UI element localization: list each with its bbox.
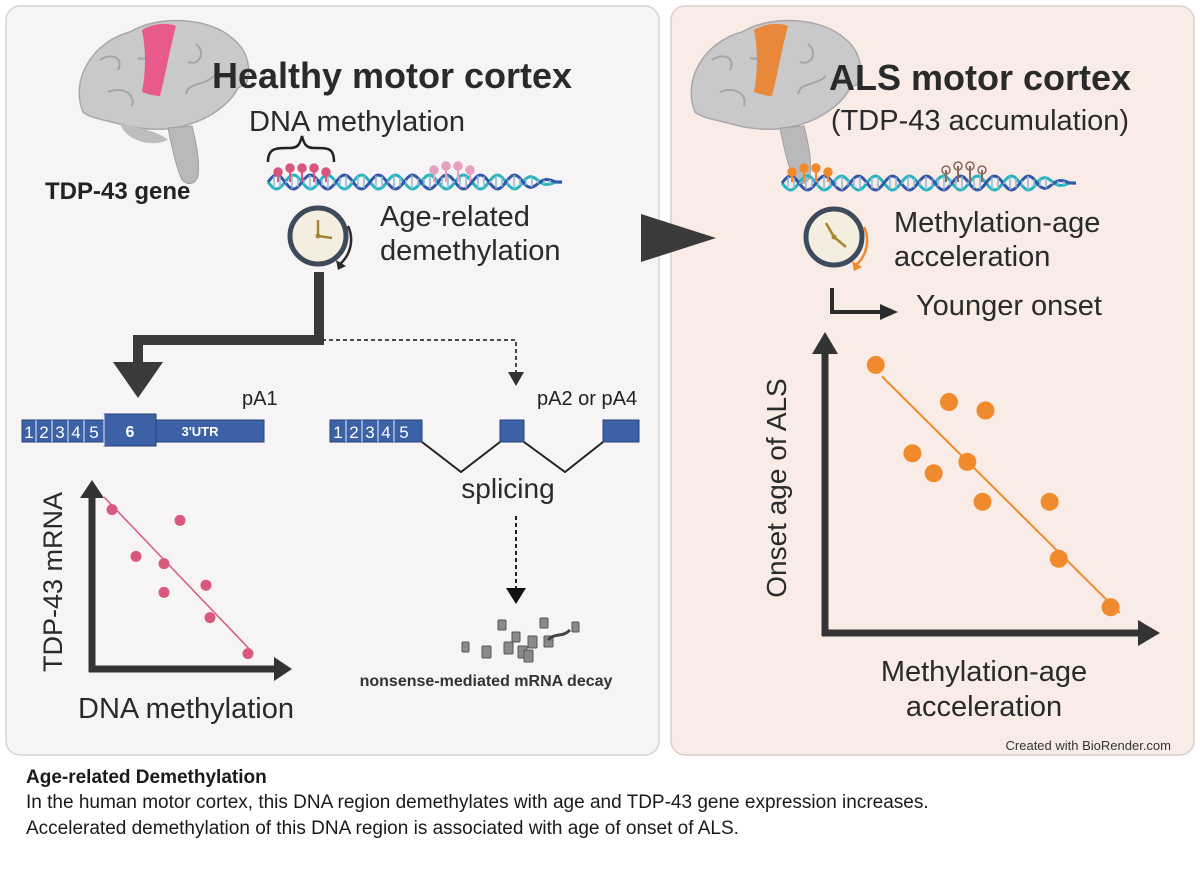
right-clock-label-line2: acceleration — [894, 241, 1050, 273]
methylation-site — [321, 167, 331, 177]
exon-3utr: 3'UTR — [181, 424, 219, 439]
scatter-point — [130, 550, 142, 562]
scatter-point — [1101, 598, 1120, 617]
right-plot-trend-line — [881, 375, 1121, 614]
mrna-fragments-icon — [461, 617, 580, 663]
figure-caption: Age-related Demethylation In the human m… — [26, 766, 1186, 842]
splicing-label: splicing — [461, 473, 554, 504]
methylation-site — [465, 165, 475, 175]
scatter-point — [174, 514, 186, 526]
scatter-point — [204, 612, 216, 624]
left-panel — [5, 5, 660, 756]
left-plot-xlabel: DNA methylation — [78, 693, 294, 725]
main-pathway-arrow — [133, 272, 324, 366]
scatter-point — [976, 401, 995, 420]
scatter-point — [866, 355, 885, 374]
methylation-site — [309, 163, 319, 173]
clock-label-line1: Age-related — [380, 201, 530, 233]
biorender-credit: Created with BioRender.com — [1006, 738, 1171, 753]
right-panel-subtitle: (TDP-43 accumulation) — [831, 105, 1129, 137]
methylation-site — [429, 165, 439, 175]
younger-onset-arrow — [830, 288, 882, 314]
exon-5: 5 — [89, 423, 98, 442]
exon-2-1: 1 — [333, 423, 342, 442]
methylation-site — [453, 161, 463, 171]
right-panel-title: ALS motor cortex — [829, 57, 1131, 98]
alternative-pathway-arrow — [322, 339, 517, 372]
methylation-lollipops — [273, 161, 475, 182]
methylation-site — [273, 167, 283, 177]
younger-onset-label: Younger onset — [916, 290, 1102, 322]
transcript-spliced: 1 2 3 4 5 — [329, 419, 640, 474]
clock-icon — [287, 205, 353, 270]
scatter-point — [200, 579, 212, 591]
exon-3: 3 — [55, 423, 64, 442]
clock-icon-right — [803, 206, 869, 271]
exon-2-3: 3 — [365, 423, 374, 442]
transition-arrow — [641, 214, 716, 262]
scatter-point — [1040, 492, 1059, 511]
methylation-site — [441, 161, 451, 171]
scatter-point — [158, 558, 170, 570]
scatter-point — [940, 393, 958, 411]
right-panel — [670, 5, 1195, 756]
dna-methylation-label: DNA methylation — [249, 106, 465, 138]
caption-title: Age-related Demethylation — [26, 767, 267, 788]
transcript-full-length: 1 2 3 4 5 6 3'UTR — [21, 413, 265, 447]
methylation-site — [787, 167, 797, 177]
exon-2-4: 4 — [381, 423, 390, 442]
right-scatter-plot — [812, 332, 1160, 646]
methylation-site — [823, 167, 833, 177]
exon-2-5: 5 — [399, 423, 408, 442]
methylation-site — [953, 161, 963, 171]
methylation-site — [965, 161, 975, 171]
motor-strip-highlight — [142, 23, 176, 97]
left-plot-ylabel: TDP-43 mRNA — [38, 492, 68, 672]
exon-4: 4 — [71, 423, 80, 442]
polya-site-2: pA2 or pA4 — [537, 388, 637, 410]
caption-line-2: Accelerated demethylation of this DNA re… — [26, 818, 739, 839]
methylation-brace — [266, 135, 336, 163]
methylation-site — [285, 163, 295, 173]
right-plot-ylabel: Onset age of ALS — [761, 378, 792, 598]
right-clock-label-line1: Methylation-age — [894, 207, 1100, 239]
dna-helix-right — [780, 174, 1077, 192]
methylation-site — [977, 165, 987, 175]
nmd-label: nonsense-mediated mRNA decay — [360, 673, 613, 690]
motor-strip-highlight-right — [754, 23, 788, 97]
methylation-lollipops-right — [787, 161, 987, 182]
scatter-point — [106, 504, 118, 516]
methylation-site — [799, 163, 809, 173]
methylation-site — [941, 165, 951, 175]
exon-2: 2 — [39, 423, 48, 442]
left-panel-title: Healthy motor cortex — [212, 55, 572, 96]
scatter-point — [958, 452, 977, 471]
tdp43-gene-label: TDP-43 gene — [45, 178, 190, 205]
exon-1: 1 — [24, 423, 33, 442]
scatter-point — [158, 586, 170, 598]
brain-icon — [78, 19, 250, 184]
exon-6: 6 — [126, 424, 135, 441]
methylation-site — [811, 163, 821, 173]
dna-helix — [266, 173, 563, 191]
scatter-point — [242, 648, 254, 660]
clock-label-line2: demethylation — [380, 235, 561, 267]
methylation-site — [297, 163, 307, 173]
scatter-point — [924, 464, 943, 483]
left-plot-trend-line — [103, 496, 253, 653]
scatter-point — [973, 492, 992, 511]
polya-site-1: pA1 — [242, 388, 278, 410]
right-plot-xlabel-line1: Methylation-age — [881, 656, 1087, 688]
scatter-point — [903, 444, 922, 463]
exon-2-2: 2 — [349, 423, 358, 442]
caption-line-1: In the human motor cortex, this DNA regi… — [26, 792, 929, 813]
right-plot-xlabel-line2: acceleration — [906, 691, 1062, 723]
left-scatter-plot — [80, 480, 292, 681]
scatter-point — [1049, 549, 1068, 568]
